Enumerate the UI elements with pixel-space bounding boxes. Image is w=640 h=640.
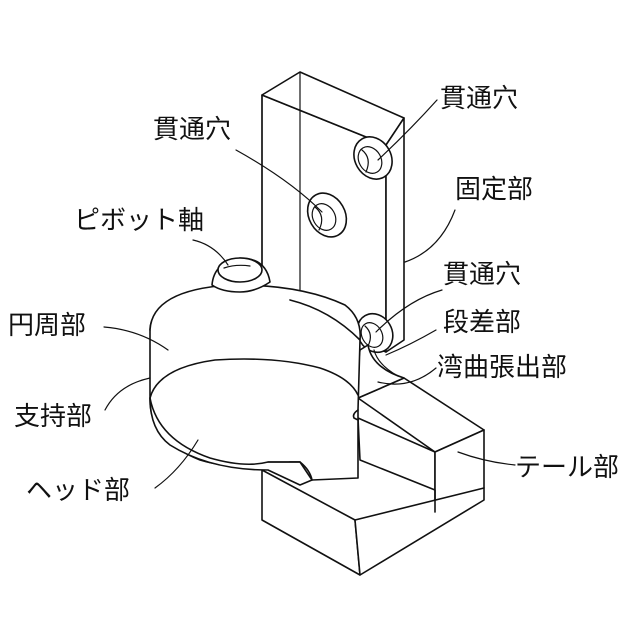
label-bent-protrusion: 湾曲張出部 [437, 355, 567, 381]
label-fixed-part: 固定部 [455, 177, 533, 203]
leader-fixed-part [405, 210, 455, 262]
label-tail-part: テール部 [515, 455, 619, 481]
head-body [150, 285, 360, 485]
label-through-hole-top-left: 貫通穴 [153, 117, 231, 143]
label-through-hole-top-right: 貫通穴 [440, 86, 518, 112]
tail-lower-front [262, 470, 360, 575]
leader-pivot-shaft [193, 240, 228, 265]
tail-lower-bottom [355, 488, 484, 575]
label-pivot-shaft: ピボット軸 [74, 208, 204, 234]
label-support-part: 支持部 [14, 404, 92, 430]
label-step-part: 段差部 [443, 310, 521, 336]
leader-support-part [105, 378, 150, 410]
label-circumference-part: 円周部 [8, 313, 86, 339]
label-through-hole-lower: 貫通穴 [443, 262, 521, 288]
label-head-part: ヘッド部 [26, 478, 130, 504]
